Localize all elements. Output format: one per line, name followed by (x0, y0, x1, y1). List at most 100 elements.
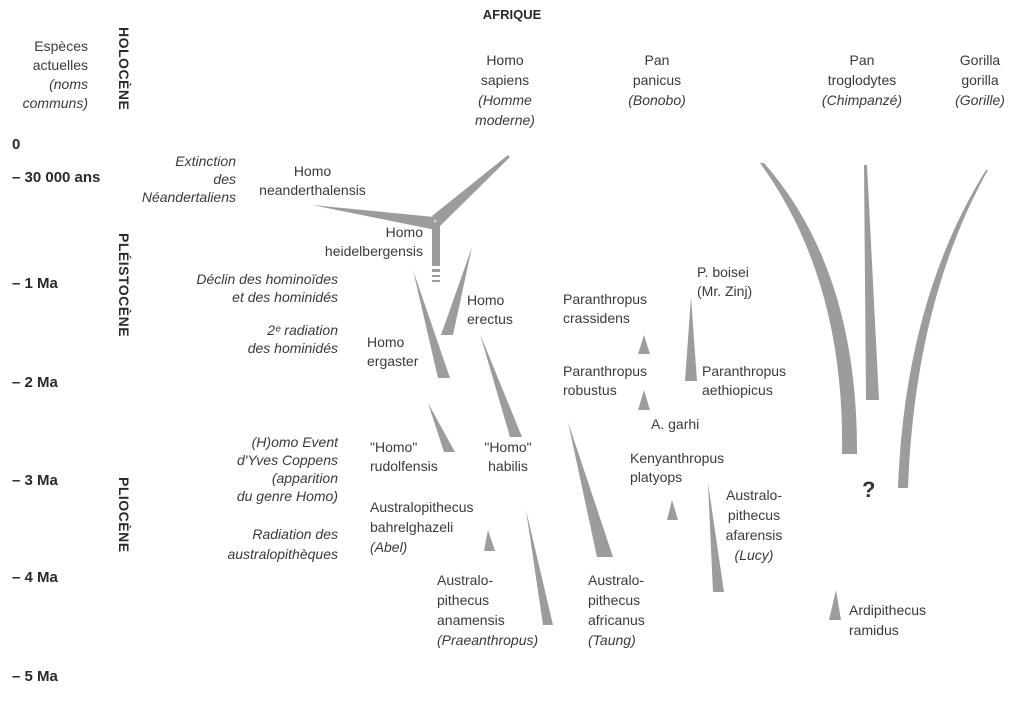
label-australopithecus-afarensis: Australo- pithecus afarensis (Lucy) (718, 485, 790, 565)
label-homo-habilis: "Homo" habilis (478, 438, 538, 476)
species-name: anamensis (437, 612, 505, 628)
time-2ma: – 2 Ma (12, 374, 58, 391)
branch-homo-rudolfensis (428, 403, 455, 452)
species-name: panicus (632, 72, 682, 88)
common-name: (Homme (478, 92, 532, 108)
time-4ma: – 4 Ma (12, 569, 58, 586)
label-homo-ergaster: Homo ergaster (367, 333, 418, 371)
species-name: Homo (293, 163, 332, 179)
event-line: et des hominidés (232, 289, 338, 305)
species-name: Ardipithecus (849, 602, 927, 618)
label-homo-rudolfensis: "Homo" rudolfensis (370, 438, 438, 476)
species-name: Homo (385, 224, 423, 240)
header-line: communs) (22, 95, 88, 111)
species-name: platyops (630, 469, 683, 485)
event-line: Extinction (175, 153, 236, 169)
branch-australopithecus-afarensis (708, 483, 724, 592)
species-name: Australopithecus (370, 499, 474, 515)
species-name: heidelbergensis (324, 243, 423, 259)
common-name: (Praeanthropus) (437, 632, 539, 648)
event-line: australopithèques (227, 546, 338, 562)
branch-kenyanthropus-platyops (667, 500, 678, 520)
species-name: Australo- (725, 487, 783, 503)
species-name: Gorilla (959, 52, 1001, 68)
event-line: des (213, 171, 236, 187)
unknown-ancestor-marker: ? (862, 477, 876, 502)
species-name: Pan (849, 52, 875, 68)
species-name: Australo- (588, 572, 645, 588)
species-name: afarensis (725, 527, 783, 543)
species-name: (Mr. Zinj) (697, 283, 753, 299)
common-name: (Taung) (588, 632, 636, 648)
species-name: ramidus (849, 622, 899, 638)
branch-homo-sapiens (432, 155, 510, 226)
header-line: Espèces (34, 38, 88, 54)
label-homo-erectus: Homo erectus (467, 291, 513, 329)
branch-gorilla-gorilla (898, 170, 988, 488)
branch-ardipithecus-ramidus (829, 590, 841, 620)
common-name: (Chimpanzé) (821, 92, 903, 108)
branch-paranthropus-crassidens (638, 335, 650, 354)
species-name: Kenyanthropus (630, 450, 725, 466)
event-line: (H)omo Event (251, 434, 338, 450)
species-name: robustus (563, 382, 617, 398)
species-name: crassidens (563, 310, 630, 326)
species-name: aethiopicus (702, 382, 773, 398)
epoch-pleistocene: PLÉISTOCÈNE (116, 233, 132, 338)
label-ardipithecus-ramidus: Ardipithecus ramidus (849, 600, 926, 640)
species-name: pithecus (727, 507, 781, 523)
species-name: troglodytes (827, 72, 897, 88)
species-name: Homo (467, 292, 505, 308)
header-line: actuelles (32, 57, 88, 73)
header-note: Espèces actuelles (noms communs) (23, 37, 88, 113)
species-name: pithecus (588, 592, 641, 608)
species-name: "Homo" (484, 439, 532, 455)
species-name: sapiens (480, 72, 530, 88)
branch-heidelbergensis-dash (432, 280, 440, 282)
epoch-holocene: HOLOCÈNE (116, 27, 132, 111)
common-name: (Gorille) (955, 92, 1005, 108)
event-line: d'Yves Coppens (237, 452, 338, 468)
label-australopithecus-anamensis: Australo- pithecus anamensis (Praeanthro… (437, 570, 538, 650)
species-name: Homo (367, 334, 405, 350)
time-3ma: – 3 Ma (12, 472, 58, 489)
common-name: (Lucy) (734, 547, 774, 563)
diagram-title: AFRIQUE (482, 7, 542, 22)
epoch-pliocene: PLIOCÈNE (116, 477, 132, 553)
species-name: pithecus (437, 592, 490, 608)
species-name: Paranthropus (563, 363, 648, 379)
event-line: Déclin des hominoïdes (196, 271, 338, 287)
label-paranthropus-crassidens: Paranthropus crassidens (563, 290, 647, 328)
time-1ma: – 1 Ma (12, 275, 58, 292)
species-name: erectus (467, 311, 513, 327)
label-a-garhi: A. garhi (651, 415, 699, 434)
branch-homo-ergaster (413, 270, 450, 378)
event-australopith-radiation: Radiation des australopithèques (227, 524, 338, 564)
event-line: des hominidés (247, 340, 338, 356)
common-name: (Bonobo) (628, 92, 686, 108)
branch-australopithecus-bahrelghazeli (484, 530, 495, 551)
event-line: (apparition (271, 470, 338, 486)
label-homo-heidelbergensis: Homo heidelbergensis (325, 223, 423, 261)
label-australopithecus-africanus: Australo- pithecus africanus (Taung) (588, 570, 645, 650)
common-name: (Abel) (370, 539, 408, 555)
species-name: bahrelghazeli (370, 519, 454, 535)
common-name: moderne) (475, 112, 535, 128)
species-name: Homo (486, 52, 524, 68)
event-line: Radiation des (252, 526, 338, 542)
time-5ma: – 5 Ma (12, 668, 58, 685)
label-p-boisei: P. boisei (Mr. Zinj) (697, 263, 752, 301)
species-name: africanus (588, 612, 645, 628)
event-line: 2ᵉ radiation (267, 322, 338, 338)
label-paranthropus-robustus: Paranthropus robustus (563, 362, 647, 400)
branch-heidelbergensis-dash (432, 269, 440, 272)
time-30000: – 30 000 ans (12, 169, 101, 186)
species-name: "Homo" (370, 439, 418, 455)
branch-homo-erectus (441, 247, 472, 335)
label-homo-sapiens: Homo sapiens (Homme moderne) (455, 50, 555, 130)
label-pan-panicus: Pan panicus (Bonobo) (617, 50, 697, 110)
species-name: Pan (644, 52, 670, 68)
event-line: Néandertaliens (141, 189, 236, 205)
event-second-radiation: 2ᵉ radiation des hominidés (248, 321, 338, 357)
species-name: gorilla (961, 72, 999, 88)
